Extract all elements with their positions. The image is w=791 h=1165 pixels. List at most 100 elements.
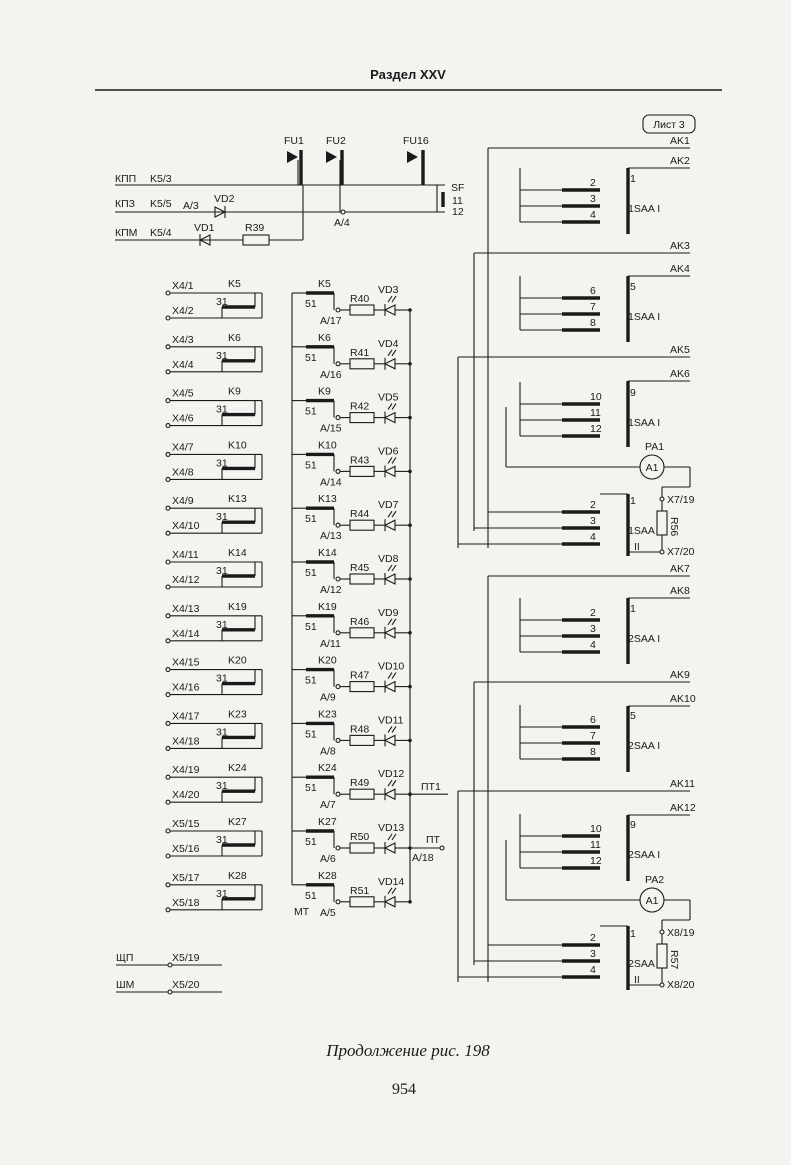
ammeter-label: PA2 [645, 874, 664, 886]
switch-position-number: 8 [590, 317, 596, 329]
contact-number: 51 [305, 890, 317, 902]
relay-label: K23 [228, 708, 247, 720]
pt-label: ПТ [426, 834, 441, 846]
row-terminal: A/9 [320, 692, 336, 704]
section-title: Раздел XXV [370, 67, 446, 82]
switch-contact-number: 9 [630, 819, 636, 831]
resistor-icon [349, 358, 375, 370]
led-icon [383, 895, 396, 908]
led-icon [383, 519, 396, 532]
vd1-label: VD1 [194, 222, 215, 234]
led-icon [383, 680, 396, 693]
resistor-icon [349, 465, 375, 477]
resistor-icon [656, 943, 668, 969]
line-name-shm: ШМ [116, 979, 134, 991]
ammeter-terminal-1: X7/19 [667, 494, 695, 506]
line-terminal-kpp: K5/3 [150, 173, 172, 185]
terminal-out: X5/16 [172, 843, 200, 855]
relay-label: K23 [318, 708, 337, 720]
relay-label: K5 [318, 278, 331, 290]
relay-label: K9 [318, 386, 331, 398]
relay-label: K10 [228, 439, 247, 451]
contact-number: 31 [216, 726, 228, 738]
figure-caption: Продолжение рис. 198 [325, 1041, 490, 1060]
switch-position-number: 11 [590, 407, 601, 419]
vd1-diode-icon [198, 234, 211, 246]
terminal-out: X4/20 [172, 789, 200, 801]
ammeter-terminal-2: X7/20 [667, 546, 695, 558]
relay-label: K27 [228, 816, 247, 828]
resistor-icon [349, 627, 375, 639]
switch-sub-name: II [634, 541, 640, 553]
contact-number: 31 [216, 457, 228, 469]
bus-label: AK2 [670, 155, 690, 167]
led-label: VD7 [378, 499, 399, 511]
r39-label: R39 [245, 222, 264, 234]
ammeter-symbol: A1 [646, 895, 659, 907]
power-lines: КПП K5/3 КПЗ K5/5 A/3 КПМ K5/4 VD2 VD1 R… [115, 135, 464, 246]
relay-label: K24 [228, 762, 247, 774]
line-name-shchp: ЩП [116, 952, 133, 964]
vd2-label: VD2 [214, 193, 235, 205]
contact-number: 51 [305, 459, 317, 471]
contact-number: 31 [216, 296, 228, 308]
switch-name: 1SAA I [628, 311, 660, 323]
led-icon [383, 842, 396, 854]
switch-position-number: 8 [590, 746, 596, 758]
contact-number: 31 [216, 888, 228, 900]
led-label: VD11 [378, 714, 404, 726]
bus-label: AK7 [670, 563, 690, 575]
row-terminal: A/12 [320, 584, 342, 596]
switch-position-number: 7 [590, 301, 596, 313]
bus-label: AK10 [670, 693, 696, 705]
line-terminal-shm: X5/20 [172, 979, 200, 991]
resistor-label: R48 [350, 723, 369, 735]
resistor-label: R50 [350, 831, 369, 843]
row-terminal: A/17 [320, 315, 342, 327]
fu2-fuse-icon [326, 151, 337, 163]
resistor-label: R40 [350, 293, 369, 305]
terminal-in: X4/3 [172, 334, 194, 346]
switch-position-number: 2 [590, 607, 596, 619]
vd2-diode-icon [214, 206, 227, 218]
switch-sub-name: II [634, 974, 640, 986]
sheet-label: Лист 3 [653, 119, 685, 131]
contact-number: 51 [305, 406, 317, 418]
terminal-in: X5/17 [172, 872, 200, 884]
led-label: VD8 [378, 553, 399, 565]
led-label: VD3 [378, 284, 399, 296]
led-icon [383, 734, 396, 747]
switch-position-number: 3 [590, 623, 596, 635]
switch-contact-number: 9 [630, 387, 636, 399]
terminal-in: X5/15 [172, 818, 200, 830]
contact-number: 51 [305, 621, 317, 633]
switch-name: 1SAA I [628, 417, 660, 429]
relay-label: K28 [318, 870, 337, 882]
switch-position-number: 2 [590, 499, 596, 511]
led-label: VD6 [378, 445, 399, 457]
fu1-label: FU1 [284, 135, 304, 147]
line-terminal-kpm: K5/4 [150, 227, 172, 239]
resistor-icon [349, 734, 375, 746]
switch-name: 2SAA [628, 958, 655, 970]
switch-position-number: 6 [590, 285, 596, 297]
contact-number: 51 [305, 513, 317, 525]
row-terminal: A/7 [320, 799, 336, 811]
resistor-icon [349, 842, 375, 854]
ammeter-terminal-1: X8/19 [667, 927, 695, 939]
switch-name: 1SAA I [628, 203, 660, 215]
relay-label: K13 [228, 493, 247, 505]
resistor-icon [656, 510, 668, 536]
relay-label: K19 [228, 601, 247, 613]
switch-name: 2SAA I [628, 849, 660, 861]
